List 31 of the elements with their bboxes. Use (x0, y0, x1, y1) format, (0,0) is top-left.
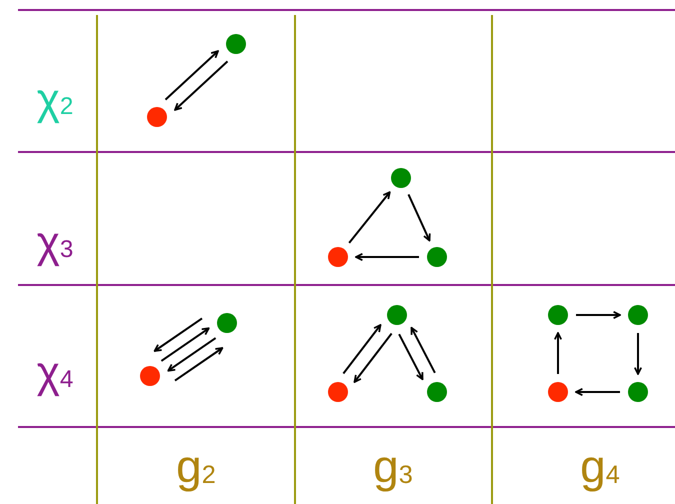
dot (548, 305, 568, 325)
dot (147, 107, 167, 127)
arrow (348, 191, 391, 244)
arrow (408, 194, 431, 242)
arrow (634, 333, 642, 375)
arrow (174, 60, 228, 111)
dot (387, 305, 407, 325)
arrow (398, 334, 424, 380)
arrow (167, 337, 216, 372)
arrow (164, 50, 219, 100)
arrow (342, 324, 382, 374)
arrow (576, 310, 621, 320)
arrow (554, 332, 562, 374)
arrow (355, 252, 419, 262)
dot (548, 382, 568, 402)
dot (628, 305, 648, 325)
dot (427, 382, 447, 402)
arrow (174, 347, 224, 382)
dot (328, 247, 348, 267)
dot (391, 168, 411, 188)
dot (226, 34, 246, 54)
dot (217, 313, 237, 333)
dot (628, 382, 648, 402)
arrow (160, 327, 210, 362)
dot (140, 366, 160, 386)
arrow (154, 318, 203, 352)
dot (328, 382, 348, 402)
arrow (354, 332, 392, 383)
arrow (575, 388, 620, 396)
dot (427, 247, 447, 267)
arrow (410, 326, 436, 374)
